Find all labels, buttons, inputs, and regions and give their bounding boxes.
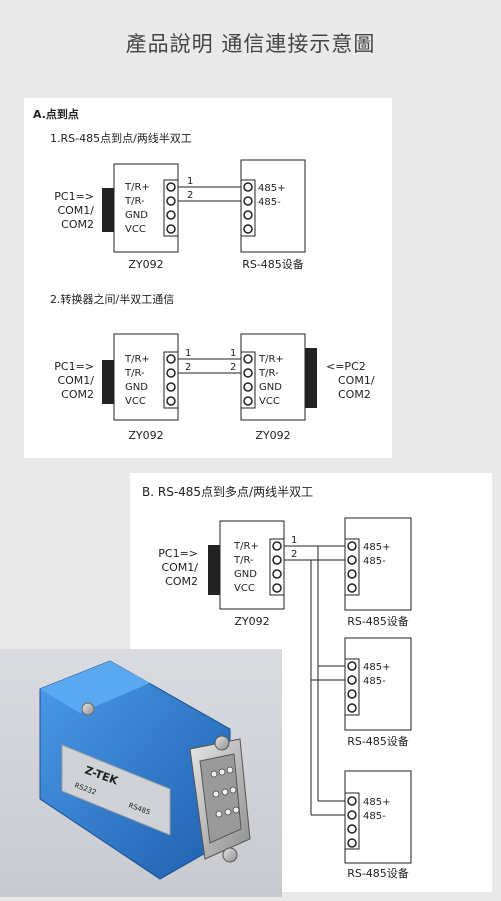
section-b-terminal (269, 538, 285, 596)
section-b-device1-pin-plus: 485+ (363, 542, 390, 553)
diagram2-left-pin-4: VCC (125, 396, 146, 407)
diagram2-left-pin-3: GND (125, 382, 148, 393)
section-b-device3-name: RS-485设备 (347, 866, 409, 880)
diagram1-title: 1.RS-485点到点/两线半双工 (50, 131, 192, 145)
diagram1-device-pin-plus: 485+ (258, 183, 285, 194)
diagram1-converter-name: ZY092 (128, 258, 163, 271)
diagram1-device-terminal (240, 179, 256, 237)
diagram2-pc1-line3: COM2 (61, 388, 94, 401)
section-a-panel: A.点到点 1.RS-485点到点/两线半双工 PC1=> COM1/ COM2… (24, 98, 392, 458)
section-a-heading: A.点到点 (33, 107, 79, 121)
section-b-pin-3: GND (234, 569, 257, 580)
section-b-converter-name: ZY092 (234, 615, 269, 628)
diagram2-right-pin-3: GND (259, 382, 282, 393)
section-b-pc-line2: COM1/ (161, 561, 198, 574)
diagram2-left-terminal (163, 351, 179, 409)
diagram2-right-pin-4: VCC (259, 396, 280, 407)
diagram1-wire-2: 2 (187, 190, 193, 201)
section-b-device2-name: RS-485设备 (347, 734, 409, 748)
page-title: 產品說明 通信連接示意圖 (125, 32, 376, 56)
diagram1-pc-line2: COM1/ (57, 204, 94, 217)
diagram2-pc2-line2: COM1/ (338, 374, 375, 387)
section-b-device1-name: RS-485设备 (347, 614, 409, 628)
diagram2-wire-right-1: 1 (230, 348, 236, 359)
section-b-pin-4: VCC (234, 583, 255, 594)
screw-icon (81, 702, 95, 716)
diagram2-right-terminal (240, 351, 256, 409)
diagram2-left-pin-1: T/R+ (124, 354, 150, 365)
diagram2-left-name: ZY092 (128, 429, 163, 442)
diagram2-pc2-line1: <=PC2 (326, 360, 366, 373)
diagram2-pc2-line3: COM2 (338, 388, 371, 401)
diagram1-db9-connector (102, 188, 114, 232)
diagram1-pin-tr-plus: T/R+ (124, 182, 150, 193)
label-plate (61, 744, 171, 836)
diagram2-right-pin-2: T/R- (258, 368, 279, 379)
diagram2-wire-left-2: 2 (185, 362, 191, 373)
section-b-device3-pin-plus: 485+ (363, 797, 390, 808)
diagram2-wire-right-2: 2 (230, 362, 236, 373)
diagram1-pin-tr-minus: T/R- (124, 196, 145, 207)
section-b-wire-1: 1 (291, 535, 297, 546)
diagram2-right-pin-1: T/R+ (258, 354, 284, 365)
section-b-device3-terminal (344, 792, 360, 850)
section-b-pc-line1: PC1=> (158, 547, 198, 560)
diagram1-device-name: RS-485设备 (242, 257, 304, 271)
diagram2-pc1-line1: PC1=> (54, 360, 94, 373)
thumbscrew-bottom-icon (222, 847, 238, 863)
product-illustration: Z-TEK RS232 RS485 (0, 649, 282, 897)
diagram2-right-name: ZY092 (255, 429, 290, 442)
section-b-panel: B. RS-485点到多点/两线半双工 PC1=> COM1/ COM2 T/R… (130, 473, 492, 892)
section-b-device1-pin-minus: 485- (363, 556, 386, 567)
diagram1-wire-1: 1 (187, 176, 193, 187)
section-b-heading: B. RS-485点到多点/两线半双工 (142, 485, 313, 499)
diagram1-pc-line1: PC1=> (54, 190, 94, 203)
section-b-wire-2: 2 (291, 549, 297, 560)
section-b-device2-terminal (344, 658, 360, 716)
section-b-pin-2: T/R- (233, 555, 254, 566)
product-photo: Z-TEK RS232 RS485 (0, 649, 282, 897)
diagram1-pc-line3: COM2 (61, 218, 94, 231)
diagram1-pin-vcc: VCC (125, 224, 146, 235)
diagram2-wire-left-1: 1 (185, 348, 191, 359)
thumbscrew-top-icon (214, 735, 230, 751)
diagram1-terminal-block (163, 179, 179, 237)
section-b-device2-pin-plus: 485+ (363, 662, 390, 673)
diagram2-left-db9 (102, 360, 114, 404)
diagram2-title: 2.转换器之间/半双工通信 (50, 292, 174, 306)
diagram2-left-pin-2: T/R- (124, 368, 145, 379)
section-b-pin-1: T/R+ (233, 541, 259, 552)
section-a-diagram: A.点到点 1.RS-485点到点/两线半双工 PC1=> COM1/ COM2… (33, 107, 375, 442)
section-b-pc-line3: COM2 (165, 575, 198, 588)
diagram1-pin-gnd: GND (125, 210, 148, 221)
section-b-device3-pin-minus: 485- (363, 811, 386, 822)
diagram1-device-pin-minus: 485- (258, 197, 281, 208)
section-b-device2-pin-minus: 485- (363, 676, 386, 687)
diagram2-right-db9 (305, 348, 317, 408)
section-b-diagram: B. RS-485点到多点/两线半双工 PC1=> COM1/ COM2 T/R… (142, 485, 412, 880)
diagram2-pc1-line2: COM1/ (57, 374, 94, 387)
section-b-db9-connector (208, 545, 220, 595)
section-b-device1-terminal (344, 538, 360, 596)
